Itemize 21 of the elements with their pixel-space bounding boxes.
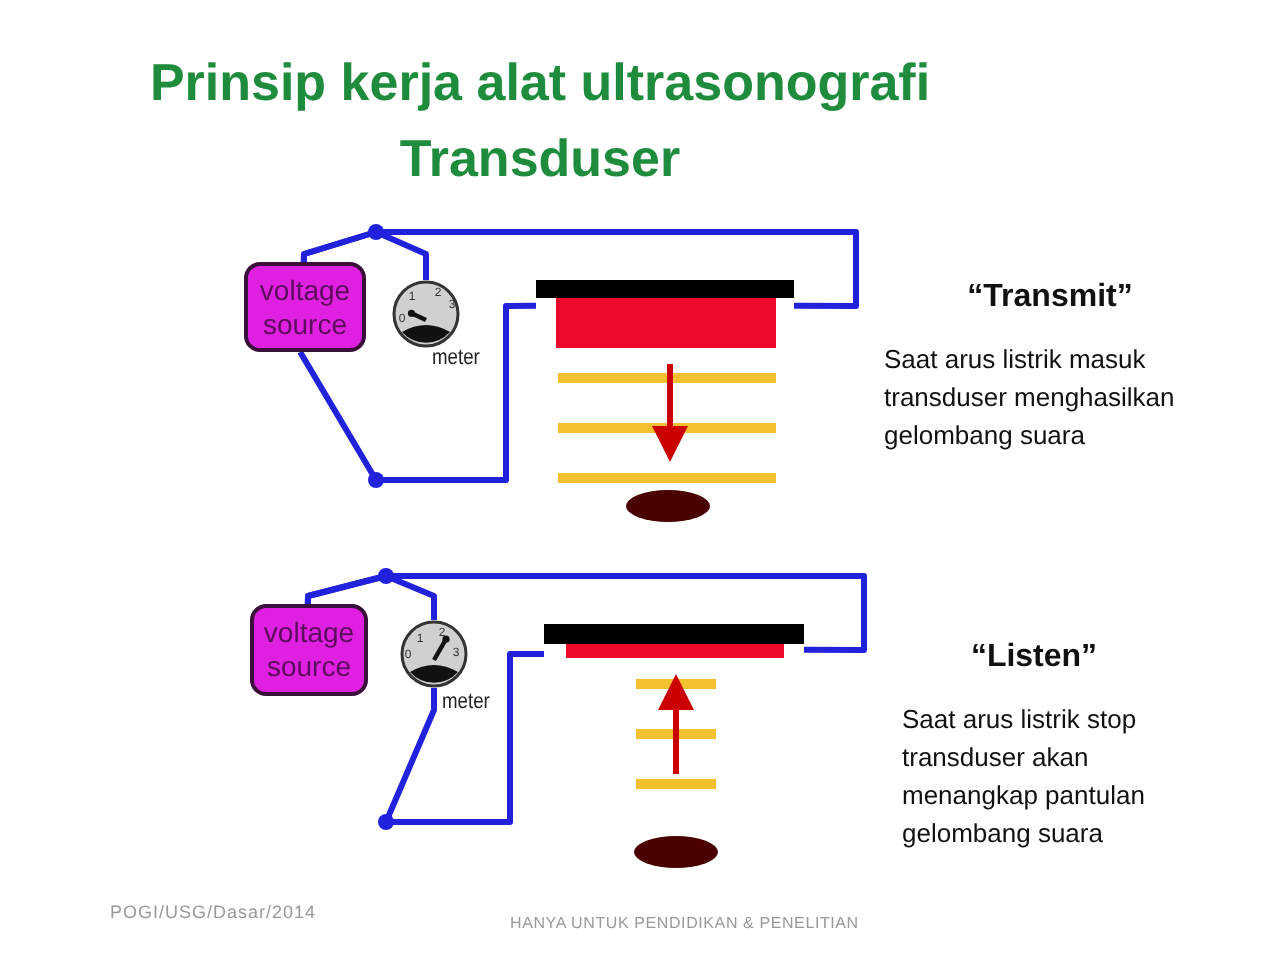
box-text: voltage source (261, 616, 357, 684)
footer-note: HANYA UNTUK PENDIDIKAN & PENELITIAN (510, 914, 859, 932)
title: Prinsip kerja alat ultrasonografi Transduser (147, 50, 933, 192)
description-text: Saat arus listrik stop transduser akan menangkap pantulan gelombang suara (902, 702, 1147, 852)
footer-text: POGI/USG/Dasar/2014 (110, 902, 317, 922)
transducer-drawing (536, 280, 794, 348)
voltage-source-box (244, 262, 366, 352)
box-text: voltage source (257, 273, 353, 341)
wire (297, 302, 536, 483)
description-text: Saat arus listrik masuk transduser menghasilkan gelombang suara (884, 342, 1177, 454)
meter-label: meter (432, 346, 480, 370)
voltage-source-box (250, 604, 368, 696)
wire (304, 573, 867, 653)
wire (300, 229, 859, 309)
wire (383, 650, 544, 825)
meter-dial (400, 620, 468, 688)
transducer-drawing (544, 624, 804, 658)
mode-heading: “Listen” (968, 640, 1100, 676)
meter-dial (392, 280, 460, 348)
meter-label: meter (442, 690, 490, 714)
mode-heading: “Transmit” (965, 280, 1135, 316)
